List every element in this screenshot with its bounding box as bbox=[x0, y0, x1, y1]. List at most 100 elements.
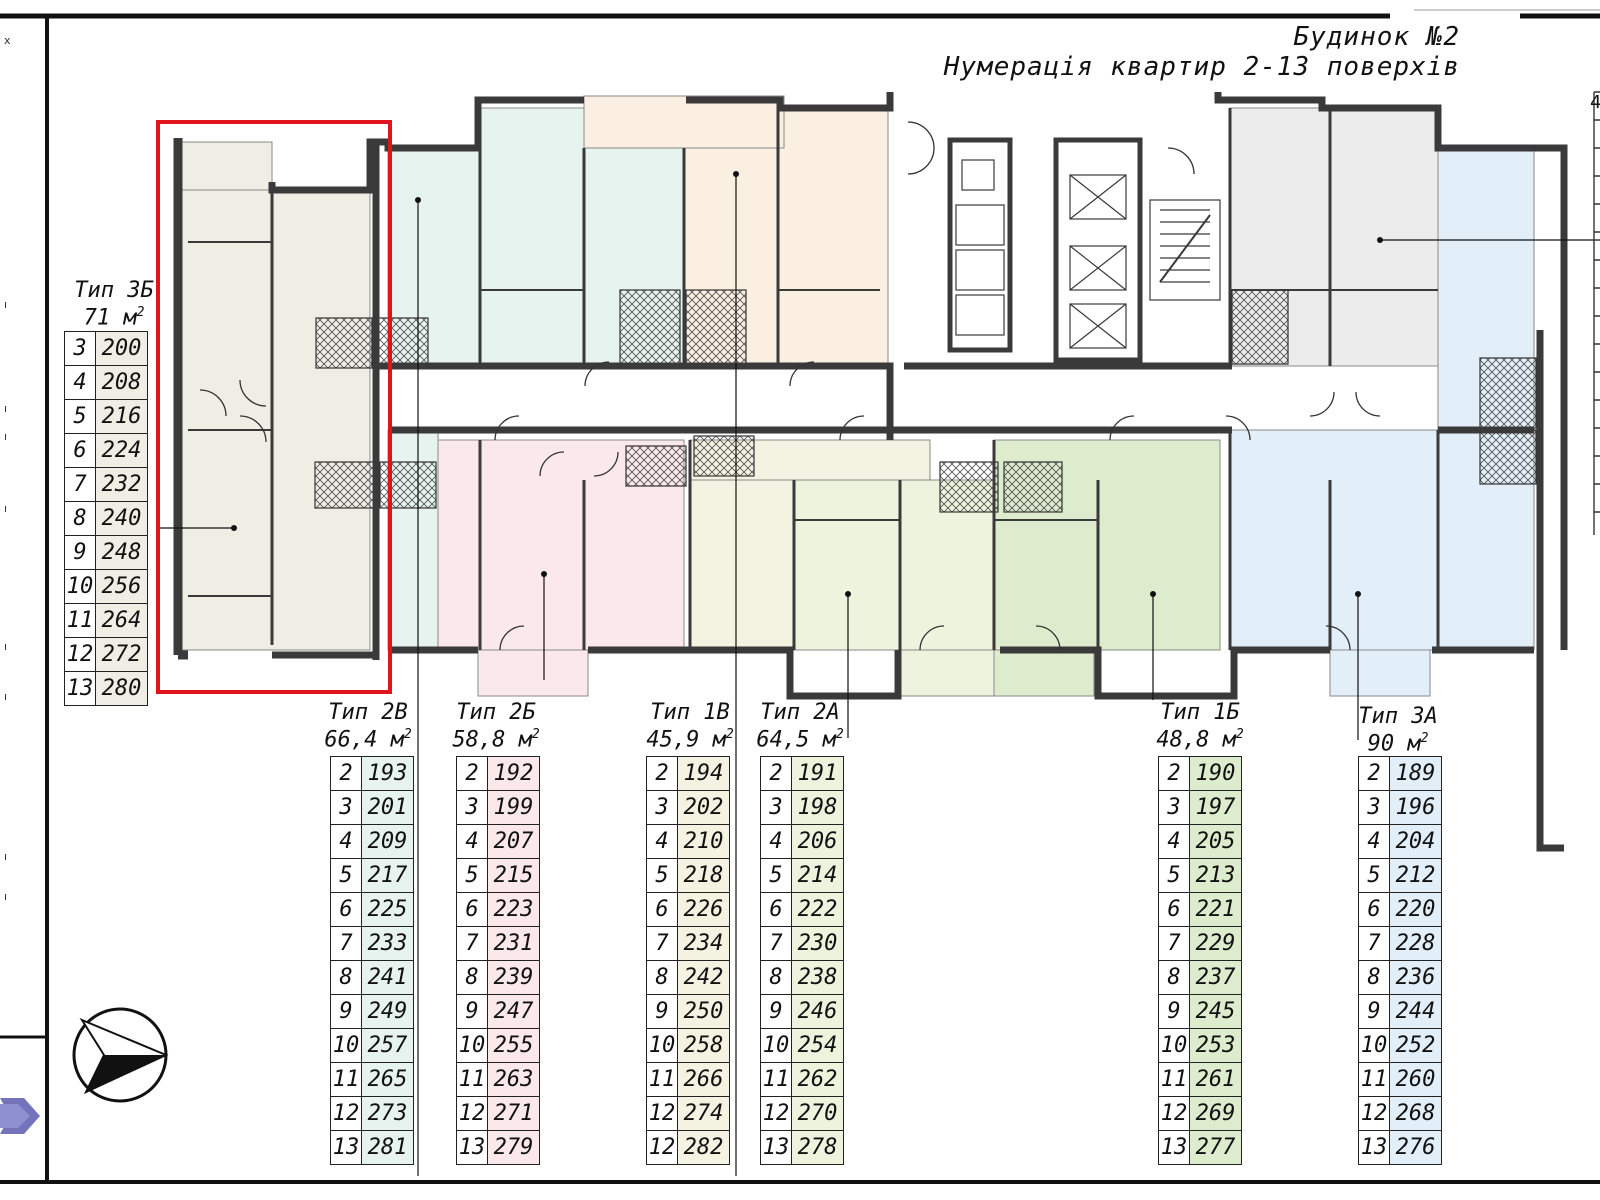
apartment-number: 202 bbox=[677, 790, 730, 825]
svg-text:ı: ı bbox=[4, 502, 7, 515]
floor-number: 6 bbox=[1358, 892, 1390, 927]
apartment-number: 216 bbox=[95, 399, 148, 434]
floor-number: 8 bbox=[64, 501, 96, 536]
floor-number: 13 bbox=[330, 1130, 362, 1165]
floor-number: 6 bbox=[760, 892, 792, 927]
floor-number: 3 bbox=[1158, 790, 1190, 825]
apartment-number: 192 bbox=[487, 756, 540, 791]
apartment-number: 193 bbox=[361, 756, 414, 791]
floor-number: 9 bbox=[646, 994, 678, 1029]
apartment-number: 205 bbox=[1189, 824, 1242, 859]
type-label-2a: Тип 2А 64,5 м2 bbox=[750, 702, 850, 751]
apartment-number: 257 bbox=[361, 1028, 414, 1063]
apartment-number: 226 bbox=[677, 892, 730, 927]
apartment-number: 222 bbox=[791, 892, 844, 927]
floor-number: 2 bbox=[646, 756, 678, 791]
floor-number: 4 bbox=[64, 365, 96, 400]
floor-number: 11 bbox=[760, 1062, 792, 1097]
apartment-number: 263 bbox=[487, 1062, 540, 1097]
apartment-number: 221 bbox=[1189, 892, 1242, 927]
floor-number: 12 bbox=[760, 1096, 792, 1131]
floor-number: 12 bbox=[1158, 1096, 1190, 1131]
type-area: 58,8 м bbox=[452, 727, 532, 753]
apartment-number: 196 bbox=[1389, 790, 1442, 825]
apartment-number: 200 bbox=[95, 331, 148, 366]
floor-number: 11 bbox=[646, 1062, 678, 1097]
apartment-number: 236 bbox=[1389, 960, 1442, 995]
type-area: 48,8 м bbox=[1156, 727, 1236, 753]
floor-number: 8 bbox=[330, 960, 362, 995]
apartment-number: 277 bbox=[1189, 1130, 1242, 1165]
floor-number: 5 bbox=[64, 399, 96, 434]
apartment-number: 265 bbox=[361, 1062, 414, 1097]
leader-lines bbox=[160, 174, 1600, 1176]
floor-number: 13 bbox=[1158, 1130, 1190, 1165]
floor-number: 8 bbox=[456, 960, 488, 995]
apartment-number: 281 bbox=[361, 1130, 414, 1165]
floor-number: 12 bbox=[1358, 1096, 1390, 1131]
apartment-number: 208 bbox=[95, 365, 148, 400]
floor-number: 12 bbox=[456, 1096, 488, 1131]
apartment-number: 270 bbox=[791, 1096, 844, 1131]
numbering-subtitle: Нумерація квартир 2-13 поверхів bbox=[943, 52, 1460, 82]
floor-number: 3 bbox=[456, 790, 488, 825]
floor-number: 6 bbox=[64, 433, 96, 468]
apartment-number: 223 bbox=[487, 892, 540, 927]
apartment-number: 254 bbox=[791, 1028, 844, 1063]
type-area: 90 м bbox=[1367, 731, 1421, 757]
apartment-number: 189 bbox=[1389, 756, 1442, 791]
apartment-number: 273 bbox=[361, 1096, 414, 1131]
type-area: 45,9 м bbox=[646, 727, 726, 753]
apartment-number: 282 bbox=[677, 1130, 730, 1165]
floor-number: 6 bbox=[1158, 892, 1190, 927]
floor-number: 10 bbox=[646, 1028, 678, 1063]
apartment-number: 228 bbox=[1389, 926, 1442, 961]
floor-number: 2 bbox=[760, 756, 792, 791]
margin-marks: xıı ııı ııı bbox=[4, 34, 11, 903]
svg-text:ı: ı bbox=[4, 430, 7, 443]
floor-number: 11 bbox=[1358, 1062, 1390, 1097]
apartment-number: 262 bbox=[791, 1062, 844, 1097]
floor-number: 7 bbox=[1358, 926, 1390, 961]
apartment-number: 241 bbox=[361, 960, 414, 995]
floor-number: 5 bbox=[1358, 858, 1390, 893]
floor-number: 4 bbox=[646, 824, 678, 859]
floor-number: 5 bbox=[646, 858, 678, 893]
apartment-number: 240 bbox=[95, 501, 148, 536]
svg-text:ı: ı bbox=[4, 850, 7, 863]
apartment-number: 215 bbox=[487, 858, 540, 893]
apartment-number: 242 bbox=[677, 960, 730, 995]
type-label-2v: Тип 2В 66,4 м2 bbox=[318, 702, 418, 751]
type-label-1v: Тип 1В 45,9 м2 bbox=[640, 702, 740, 751]
apartment-number: 214 bbox=[791, 858, 844, 893]
apartment-number: 255 bbox=[487, 1028, 540, 1063]
svg-text:ı: ı bbox=[4, 890, 7, 903]
floor-number: 7 bbox=[456, 926, 488, 961]
